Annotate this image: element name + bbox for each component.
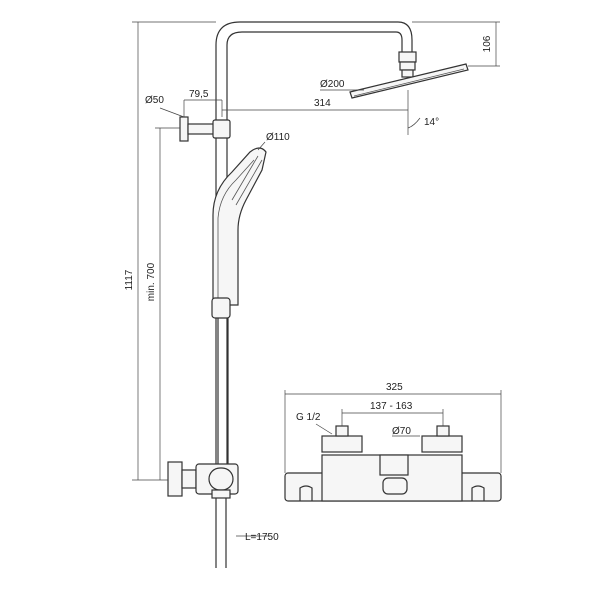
knob-diameter-label: Ø70 [392, 426, 411, 437]
overhead-diameter-label: Ø200 [320, 79, 345, 90]
slider-clamp [211, 297, 231, 319]
overhead-shower-head [349, 63, 469, 99]
min-height-label: min. 700 [146, 262, 157, 301]
handshower-diameter-label: Ø110 [266, 132, 290, 143]
tilt-angle-label: 14° [424, 117, 439, 128]
overhead-connector [398, 51, 417, 78]
wall-offset-label: 79,5 [189, 89, 209, 100]
mixer-width-label: 325 [386, 382, 403, 393]
wall-flange-diameter-label: Ø50 [145, 95, 164, 106]
overhead-height-label: 106 [482, 35, 493, 52]
arm-reach-label: 314 [314, 98, 331, 109]
wall-bracket-upper [179, 116, 231, 142]
total-height-label: 1117 [124, 269, 135, 290]
riser-pipe [215, 21, 413, 470]
dimension-lines [132, 21, 502, 537]
inlet-spacing-label: 137 - 163 [370, 401, 413, 412]
mixer-front-view [284, 425, 502, 502]
inlet-thread-label: G 1/2 [296, 412, 321, 423]
shower-hose [215, 318, 229, 568]
hose-length-label: L=1750 [245, 532, 279, 543]
mixer-side-view [167, 461, 239, 499]
hand-shower [212, 147, 267, 306]
